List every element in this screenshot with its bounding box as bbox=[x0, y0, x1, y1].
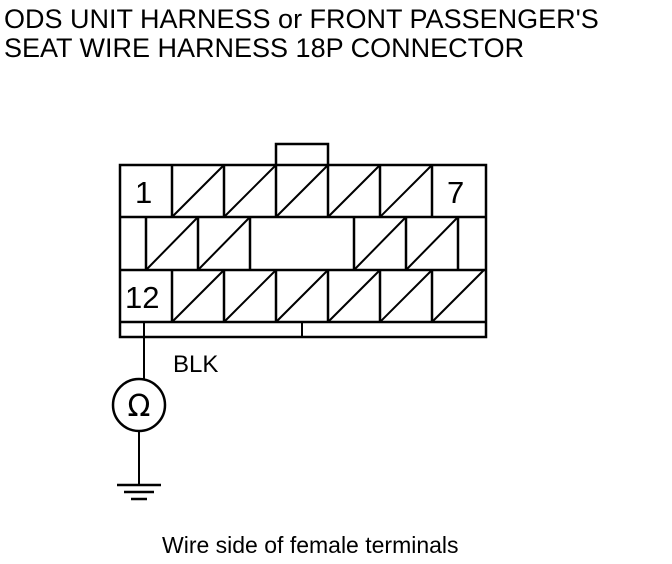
title-line-2: SEAT WIRE HARNESS 18P CONNECTOR bbox=[4, 33, 524, 63]
wire-color-label: BLK bbox=[173, 351, 218, 378]
bottom-row-cavities bbox=[170, 269, 485, 323]
middle-row-cavities bbox=[144, 216, 460, 271]
terminal-label-7: 7 bbox=[447, 175, 464, 210]
ohm-symbol: Ω bbox=[128, 389, 151, 424]
connector-lock-tab bbox=[274, 142, 330, 165]
ground-icon bbox=[117, 483, 161, 501]
ohmmeter-icon: Ω bbox=[111, 377, 167, 433]
title-line-1: ODS UNIT HARNESS or FRONT PASSENGER'S bbox=[4, 4, 599, 34]
caption: Wire side of female terminals bbox=[162, 532, 459, 558]
terminal-label-12: 12 bbox=[125, 280, 159, 315]
terminal-label-1: 1 bbox=[135, 175, 152, 210]
top-row-cavities bbox=[170, 164, 434, 218]
